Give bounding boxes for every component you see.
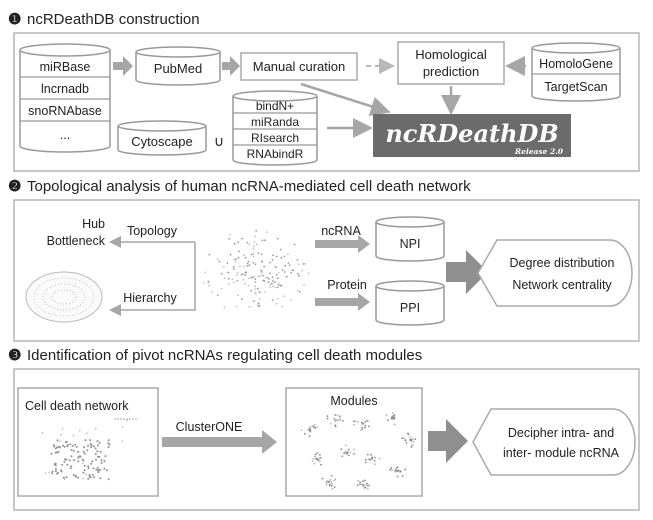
decipher-line1: Decipher intra- and: [508, 426, 614, 440]
npi-database: NPI: [375, 216, 445, 262]
source-mirbase: miRBase: [40, 60, 91, 74]
source-lncrnadb: lncrnadb: [41, 82, 89, 96]
arrow-modules-to-output: [428, 419, 468, 463]
cell-death-network-label: Cell death network: [25, 399, 129, 413]
arrow-pubmed-to-curation: [222, 56, 240, 76]
section2-number: ❷: [8, 178, 21, 195]
targetscan-label: TargetScan: [544, 80, 607, 94]
modules-box: [285, 387, 423, 497]
clusterone-label: ClusterONE: [176, 420, 243, 434]
sources-database-stack: miRBase lncrnadb snoRNAbase ...: [19, 43, 111, 153]
ncrdeathdb-logo: ncRDeathDB Release 2.0: [373, 114, 571, 157]
protein-label: Protein: [327, 278, 367, 292]
tool-rnabindr: RNAbindR: [247, 147, 304, 161]
hub-label: Hub: [82, 217, 105, 231]
ppi-label: PPI: [400, 301, 420, 315]
modules-label: Modules: [330, 394, 377, 408]
section1-title: ncRDeathDB construction: [27, 11, 200, 28]
decipher-line2: inter- module ncRNA: [503, 446, 620, 460]
manual-curation-box: [240, 52, 358, 81]
tools-database-stack: bindN+ miRanda RIsearch RNAbindR: [232, 90, 318, 166]
arrow-to-hierarchy: [109, 242, 196, 316]
arrow-sources-to-pubmed: [113, 56, 133, 76]
cell-death-network-scatter: [41, 418, 137, 481]
npi-label: NPI: [400, 237, 421, 251]
logo-release: Release 2.0: [514, 147, 564, 156]
network-centrality: Network centrality: [512, 278, 612, 292]
cytoscape-database: Cytoscape: [117, 120, 207, 156]
section1-frame: [13, 32, 640, 172]
hierarchy-network-image: [25, 271, 103, 323]
cytoscape-label: Cytoscape: [131, 134, 192, 149]
section1-number: ❶: [8, 11, 21, 28]
tool-risearch: RIsearch: [251, 131, 299, 145]
union-symbol: ∪: [214, 133, 224, 149]
section3-title: Identification of pivot ncRNAs regulatin…: [27, 347, 422, 364]
arrow-to-ppi: [315, 293, 370, 311]
source-snornabase: snoRNAbase: [28, 104, 102, 118]
arrow-clusterone: [162, 430, 277, 454]
homologene-label: HomoloGene: [539, 57, 613, 71]
metrics-callout: [477, 239, 633, 307]
modules-clusters: [300, 412, 417, 490]
homological-prediction-box: [397, 41, 505, 85]
topology-label: Topology: [127, 224, 178, 238]
pubmed-database: PubMed: [135, 46, 221, 86]
source-ellipsis: ...: [60, 128, 70, 142]
tool-bindn: bindN+: [256, 99, 294, 113]
ncrna-label: ncRNA: [321, 224, 361, 238]
cell-death-network-image: [202, 229, 310, 309]
arrow-merge-to-metrics: [446, 250, 488, 294]
pubmed-label: PubMed: [154, 61, 202, 76]
logo-title: ncRDeathDB: [385, 119, 558, 148]
section2-frame: [13, 199, 640, 342]
tool-miranda: miRanda: [251, 115, 299, 129]
arrow-to-npi: [315, 235, 370, 253]
homolo-database-stack: HomoloGene TargetScan: [531, 42, 621, 102]
section3-frame: [13, 368, 640, 511]
hierarchy-label: Hierarchy: [123, 291, 177, 305]
ppi-database: PPI: [375, 280, 445, 326]
arrow-curation-to-logo: [300, 82, 391, 116]
decipher-callout: [472, 408, 636, 476]
bottleneck-label: Bottleneck: [47, 234, 106, 248]
homological-line2: prediction: [423, 64, 479, 79]
section3-number: ❸: [8, 347, 21, 364]
manual-curation-label: Manual curation: [253, 59, 346, 74]
degree-distribution: Degree distribution: [510, 256, 615, 270]
section2-title: Topological analysis of human ncRNA-medi…: [27, 178, 471, 195]
homological-line1: Homological: [415, 47, 487, 62]
